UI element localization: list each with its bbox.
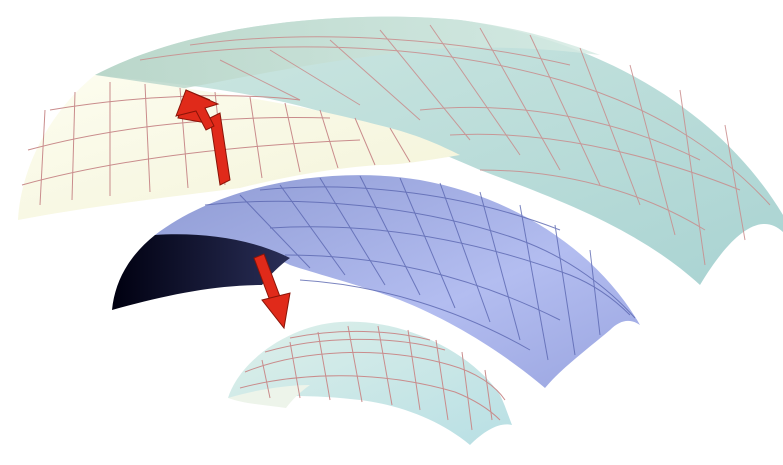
small-shell — [228, 322, 512, 445]
down-arrow-head — [262, 293, 290, 328]
small-shell-outer-face — [228, 322, 512, 445]
